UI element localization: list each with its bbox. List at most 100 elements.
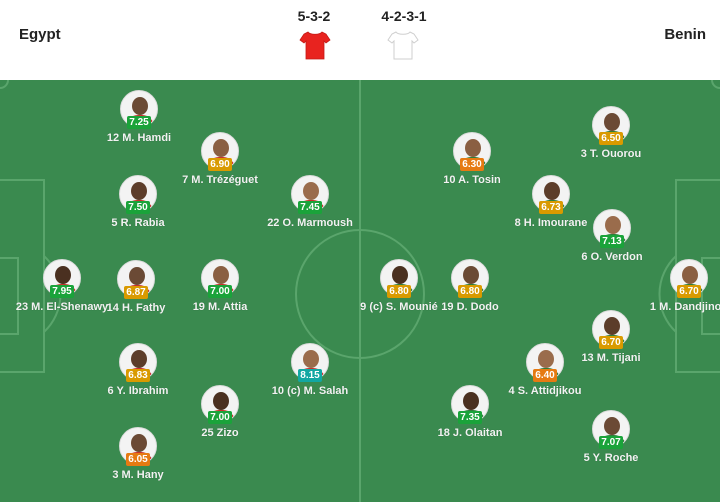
player-name-text: T. Ouorou bbox=[589, 148, 642, 160]
home-player-14[interactable]: 6.87 14 H. Fathy bbox=[76, 260, 196, 318]
player-name: 10 A. Tosin bbox=[412, 174, 532, 186]
player-name-text: O. Verdon bbox=[590, 251, 643, 263]
player-name: 12 M. Hamdi bbox=[79, 132, 199, 144]
player-number: 23 bbox=[15, 301, 29, 313]
player-rating-badge: 6.73 bbox=[539, 201, 563, 214]
player-rating-badge: 6.50 bbox=[599, 132, 623, 145]
player-number: 7 bbox=[182, 174, 189, 186]
player-photo bbox=[380, 259, 418, 297]
player-number: 22 bbox=[267, 217, 280, 229]
home-player-10[interactable]: 8.15 10 (c) M. Salah bbox=[250, 343, 370, 401]
player-rating-badge: 6.90 bbox=[208, 158, 232, 171]
home-team-name[interactable]: Egypt bbox=[19, 26, 61, 43]
player-name-text: A. Tosin bbox=[458, 174, 501, 186]
away-player-13[interactable]: 6.70 13 M. Tijani bbox=[551, 310, 671, 368]
home-player-23[interactable]: 7.95 23 M. El-Shenawy bbox=[2, 259, 122, 317]
player-name: 6 O. Verdon bbox=[552, 251, 672, 263]
player-number: 3 bbox=[112, 469, 119, 481]
player-name: 4 S. Attidjikou bbox=[485, 385, 605, 397]
player-rating-badge: 6.70 bbox=[677, 285, 701, 298]
player-name-text: (c) S. Mounié bbox=[369, 301, 438, 313]
player-number: 19 bbox=[441, 301, 454, 313]
player-name-text: J. Olaitan bbox=[452, 427, 503, 439]
player-name: 23 M. El-Shenawy bbox=[2, 301, 122, 313]
player-rating-badge: 7.07 bbox=[599, 436, 623, 449]
away-player-3[interactable]: 6.50 3 T. Ouorou bbox=[551, 106, 671, 164]
player-name-text: H. Fathy bbox=[121, 302, 166, 314]
player-number: 5 bbox=[111, 217, 118, 229]
away-team-name[interactable]: Benin bbox=[664, 26, 706, 43]
player-name: 13 M. Tijani bbox=[551, 352, 671, 364]
away-player-4[interactable]: 6.40 4 S. Attidjikou bbox=[485, 343, 605, 401]
player-name-text: Zizo bbox=[216, 427, 239, 439]
player-rating-badge: 7.00 bbox=[208, 285, 232, 298]
player-name: 14 H. Fathy bbox=[76, 302, 196, 314]
player-rating-badge: 6.70 bbox=[599, 336, 623, 349]
player-name: 1 M. Dandjinou bbox=[629, 301, 720, 313]
player-name-text: S. Attidjikou bbox=[517, 385, 582, 397]
player-number: 1 bbox=[649, 301, 656, 313]
player-rating-badge: 6.80 bbox=[387, 285, 411, 298]
player-name: 10 (c) M. Salah bbox=[250, 385, 370, 397]
away-player-5[interactable]: 7.07 5 Y. Roche bbox=[551, 410, 671, 468]
player-number: 19 bbox=[192, 301, 205, 313]
player-rating-badge: 6.87 bbox=[124, 286, 148, 299]
player-rating-badge: 8.15 bbox=[298, 369, 322, 382]
player-name-text: M. Trézéguet bbox=[191, 174, 258, 186]
player-name-text: M. Hamdi bbox=[122, 132, 172, 144]
player-name-text: M. El-Shenawy bbox=[31, 301, 109, 313]
player-number: 10 bbox=[271, 385, 285, 397]
player-number: 10 bbox=[443, 174, 456, 186]
player-photo bbox=[120, 90, 158, 128]
player-number: 18 bbox=[437, 427, 450, 439]
player-name-text: M. Hany bbox=[121, 469, 164, 481]
player-name: 6 Y. Ibrahim bbox=[78, 385, 198, 397]
player-number: 6 bbox=[581, 251, 588, 263]
player-name: 9 (c) S. Mounié bbox=[339, 301, 459, 313]
player-name: 22 O. Marmoush bbox=[250, 217, 370, 229]
away-player-1[interactable]: 6.70 1 M. Dandjinou bbox=[629, 259, 720, 317]
away-player-6[interactable]: 7.13 6 O. Verdon bbox=[552, 209, 672, 267]
player-name-text: D. Dodo bbox=[456, 301, 499, 313]
player-name: 19 D. Dodo bbox=[410, 301, 530, 313]
player-rating-badge: 6.80 bbox=[458, 285, 482, 298]
player-rating-badge: 6.40 bbox=[533, 369, 557, 382]
player-name: 19 M. Attia bbox=[160, 301, 280, 313]
away-shirt-icon bbox=[387, 31, 419, 60]
match-header: Egypt 5-3-2 4-2-3-1 Benin bbox=[0, 0, 720, 80]
player-name-text: (c) M. Salah bbox=[287, 385, 349, 397]
player-name: 25 Zizo bbox=[160, 427, 280, 439]
away-formation: 4-2-3-1 bbox=[381, 8, 427, 24]
player-number: 13 bbox=[581, 352, 594, 364]
player-number: 5 bbox=[583, 452, 590, 464]
player-rating-badge: 6.05 bbox=[126, 453, 150, 466]
away-player-19[interactable]: 6.80 19 D. Dodo bbox=[410, 259, 530, 317]
player-name: 5 R. Rabia bbox=[78, 217, 198, 229]
player-name-text: Y. Ibrahim bbox=[116, 385, 169, 397]
player-name: 5 Y. Roche bbox=[551, 452, 671, 464]
player-name-text: Y. Roche bbox=[592, 452, 639, 464]
home-player-19[interactable]: 7.00 19 M. Attia bbox=[160, 259, 280, 317]
player-number: 12 bbox=[106, 132, 120, 144]
player-rating-badge: 7.95 bbox=[50, 285, 74, 298]
home-player-3[interactable]: 6.05 3 M. Hany bbox=[78, 427, 198, 485]
home-player-7[interactable]: 6.90 7 M. Trézéguet bbox=[160, 132, 280, 190]
away-player-9[interactable]: 6.80 9 (c) S. Mounié bbox=[339, 259, 459, 317]
player-name: 18 J. Olaitan bbox=[410, 427, 530, 439]
player-name-text: M. Dandjinou bbox=[659, 301, 720, 313]
player-name-text: O. Marmoush bbox=[282, 217, 353, 229]
player-rating-badge: 7.13 bbox=[600, 235, 624, 248]
player-number: 3 bbox=[580, 148, 587, 160]
player-name-text: M. Tijani bbox=[596, 352, 641, 364]
player-number: 14 bbox=[106, 302, 119, 314]
player-number: 4 bbox=[508, 385, 515, 397]
